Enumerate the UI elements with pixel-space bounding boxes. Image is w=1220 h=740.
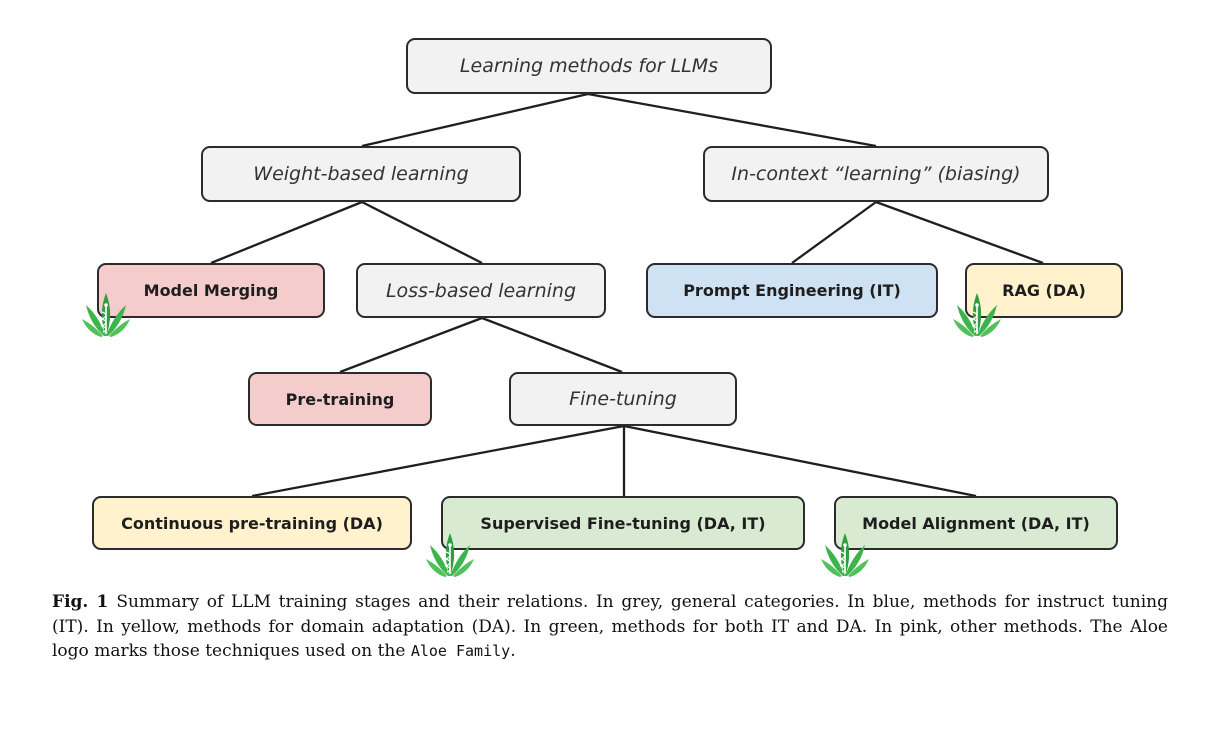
node-continuous-pre-training: Continuous pre-training (DA) — [92, 496, 412, 550]
edge-loss-pretraining — [339, 316, 483, 374]
edge-finetuning-continuous — [251, 424, 625, 498]
node-model-merging: Model Merging — [97, 263, 325, 318]
edge-incontext-rag — [875, 200, 1044, 265]
node-fine-tuning: Fine-tuning — [509, 372, 737, 426]
edge-incontext-prompt — [791, 201, 877, 264]
caption-text: Summary of LLM training stages and their… — [52, 592, 1168, 661]
node-prompt-engineering: Prompt Engineering (IT) — [646, 263, 938, 318]
node-in-context-learning: In-context “learning” (biasing) — [703, 146, 1049, 202]
edge-finetuning-alignment — [623, 424, 977, 498]
caption-end: . — [510, 641, 516, 661]
edge-root-weight — [361, 92, 589, 148]
node-supervised-fine-tuning: Supervised Fine-tuning (DA, IT) — [441, 496, 805, 550]
node-pre-training: Pre-training — [248, 372, 432, 426]
edge-weight-loss — [361, 200, 483, 265]
caption-code: Aloe Family — [410, 642, 511, 660]
node-loss-based-learning: Loss-based learning — [356, 263, 606, 318]
node-rag: RAG (DA) — [965, 263, 1123, 318]
node-learning-methods: Learning methods for LLMs — [406, 38, 772, 94]
edge-root-incontext — [587, 92, 877, 148]
figure-label: Fig. 1 — [52, 592, 109, 612]
aloe-logo-icon — [81, 292, 131, 338]
aloe-logo-icon — [425, 532, 475, 578]
node-model-alignment: Model Alignment (DA, IT) — [834, 496, 1118, 550]
aloe-logo-icon — [952, 292, 1002, 338]
tree-edges — [210, 92, 1044, 498]
node-weight-based-learning: Weight-based learning — [201, 146, 521, 202]
aloe-logo-icon — [820, 532, 870, 578]
edge-weight-merging — [210, 200, 363, 265]
learning-methods-diagram: Learning methods for LLMs Weight-based l… — [81, 38, 1123, 578]
edge-loss-finetuning — [481, 316, 623, 374]
